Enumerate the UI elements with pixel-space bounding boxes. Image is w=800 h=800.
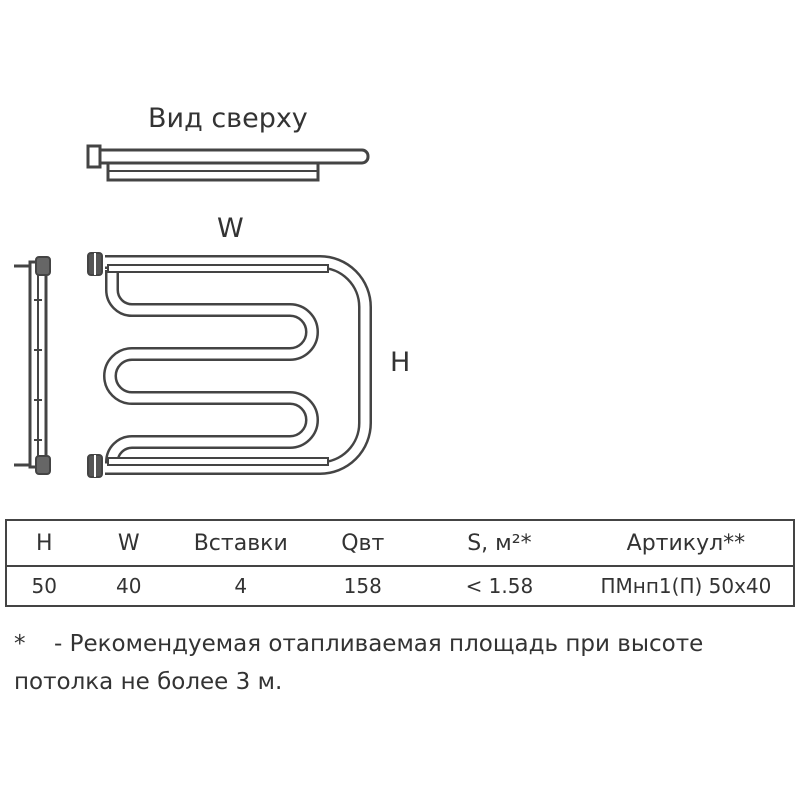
width-dimension-label: W <box>217 213 244 244</box>
cell-h: 50 <box>5 565 82 607</box>
cell-power: 158 <box>305 565 420 607</box>
top-view-label: Вид сверху <box>148 103 308 134</box>
header-inserts: Вставки <box>175 519 306 567</box>
footnote: *- Рекомендуемая отапливаемая площадь пр… <box>14 625 784 701</box>
side-view <box>14 256 51 475</box>
towel-dryer-drawing <box>14 144 372 478</box>
header-power: Qвт <box>305 519 420 567</box>
specs-table: H W Вставки Qвт S, м²* Артикул** 50 40 4… <box>5 519 796 607</box>
table-header-row: H W Вставки Qвт S, м²* Артикул** <box>5 519 796 567</box>
cell-inserts: 4 <box>175 565 306 607</box>
front-view <box>87 252 372 478</box>
header-area: S, м²* <box>419 519 579 567</box>
cell-article: ПМнп1(П) 50х40 <box>578 565 796 607</box>
header-w: W <box>81 519 176 567</box>
height-dimension-label: H <box>390 347 411 378</box>
footnote-text: - Рекомендуемая отапливаемая площадь при… <box>14 631 704 695</box>
footnote-marker: * <box>14 631 26 657</box>
cell-w: 40 <box>81 565 176 607</box>
header-h: H <box>5 519 82 567</box>
top-view <box>86 144 370 182</box>
cell-area: < 1.58 <box>419 565 579 607</box>
header-article: Артикул** <box>578 519 796 567</box>
table-row: 50 40 4 158 < 1.58 ПМнп1(П) 50х40 <box>5 565 796 607</box>
